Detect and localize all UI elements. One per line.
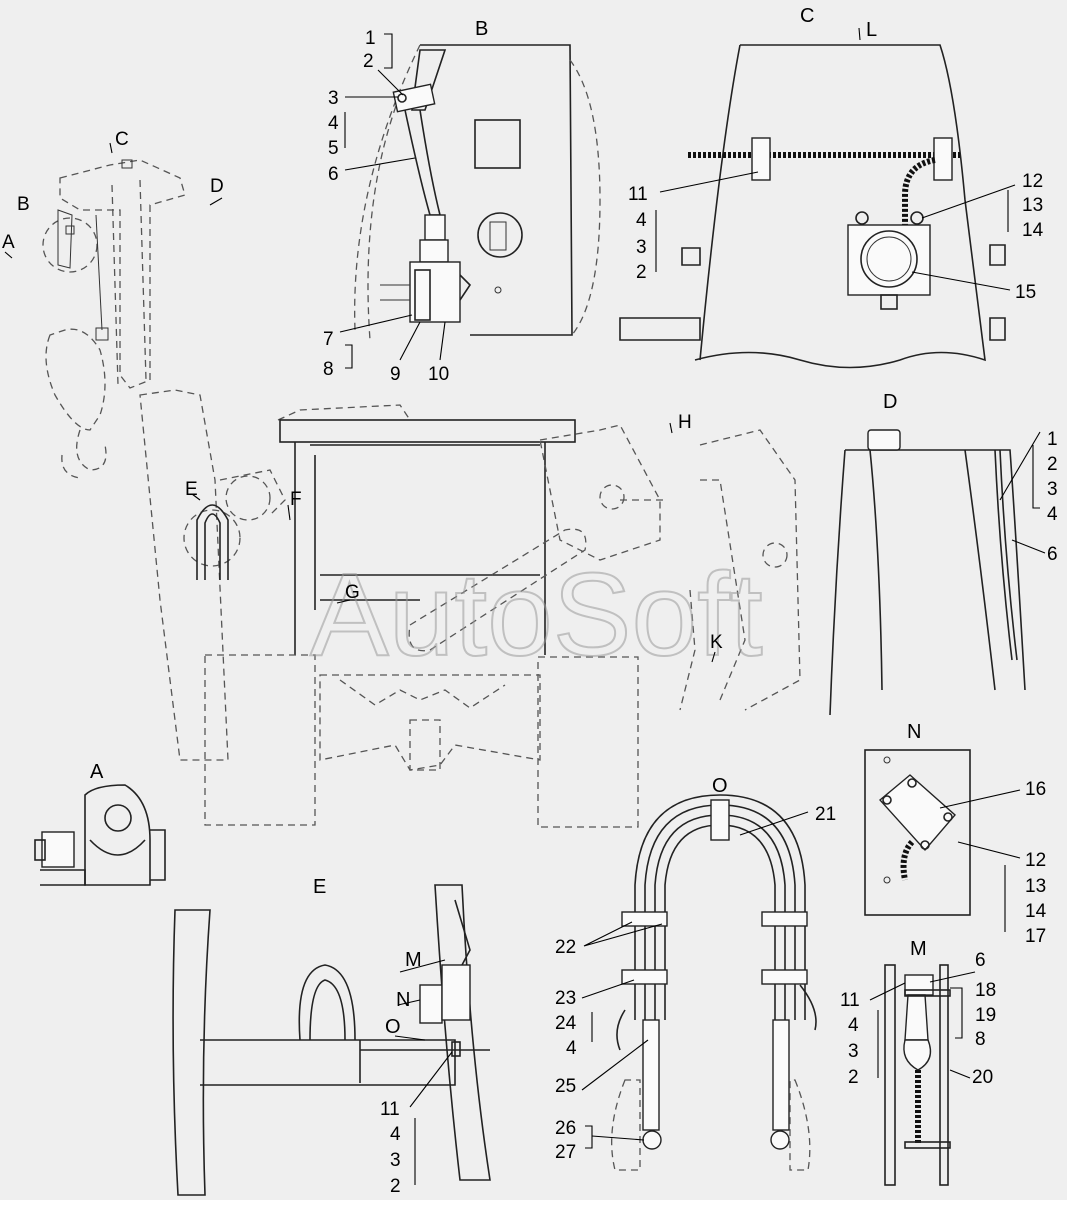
callout-n-14: 14 (1025, 901, 1047, 922)
label-n-arrow: N (396, 989, 410, 1011)
callout-o-25: 25 (555, 1076, 576, 1097)
callout-c-11: 11 (628, 184, 648, 205)
callout-b-2: 2 (363, 51, 374, 72)
callout-o-27: 27 (555, 1142, 576, 1163)
callouts-view-n: 16 12 13 14 17 (1025, 779, 1047, 947)
callout-e-11: 11 (380, 1099, 400, 1120)
label-k-main: K (710, 632, 723, 653)
callout-c-4: 4 (636, 210, 647, 231)
callout-e-2: 2 (390, 1176, 401, 1197)
main-assembly-view (42, 159, 801, 828)
callout-e-4: 4 (390, 1124, 401, 1145)
callouts-view-d: 1 2 3 4 6 (1047, 429, 1058, 565)
watermark-text: AutoSoft (310, 549, 763, 681)
callouts-view-o: 21 22 23 24 4 25 26 27 (555, 804, 836, 1163)
callout-o-26: 26 (555, 1118, 576, 1139)
view-heading-labels: B C L D A E M N O N O M (90, 5, 927, 1038)
callout-c-14: 14 (1022, 220, 1044, 241)
label-view-c: C (800, 5, 814, 27)
callout-n-13: 13 (1025, 876, 1046, 897)
label-view-a: A (90, 761, 104, 783)
callout-c-12: 12 (1022, 171, 1043, 192)
label-o-arrow: O (385, 1016, 401, 1038)
callout-o-4: 4 (566, 1038, 577, 1059)
callout-m-18: 18 (975, 980, 996, 1001)
view-e (172, 884, 491, 1196)
callout-m-11: 11 (840, 990, 860, 1011)
view-o (611, 794, 817, 1171)
callout-b-6: 6 (328, 164, 339, 185)
label-view-b: B (475, 18, 488, 40)
callout-b-10: 10 (428, 364, 449, 385)
label-h-main: H (678, 412, 692, 433)
label-view-e: E (313, 876, 326, 898)
main-view-labels: C D B A E F G H K (2, 129, 723, 653)
label-l-arrow: L (866, 19, 877, 41)
callout-m-3: 3 (848, 1041, 859, 1062)
label-c-main: C (115, 129, 129, 150)
callout-d-6: 6 (1047, 544, 1058, 565)
callout-n-17: 17 (1025, 926, 1046, 947)
callouts-view-c: 11 4 3 2 12 13 14 15 (628, 171, 1044, 303)
callouts-view-e: 11 4 3 2 (380, 1099, 401, 1197)
label-m-arrow: M (405, 949, 422, 971)
label-e-main: E (185, 479, 198, 500)
callout-b-7: 7 (323, 329, 334, 350)
callout-m-4: 4 (848, 1015, 859, 1036)
callout-b-8: 8 (323, 359, 334, 380)
callout-b-1: 1 (365, 28, 376, 49)
callout-o-21: 21 (815, 804, 836, 825)
callout-c-15: 15 (1015, 282, 1036, 303)
callout-b-3: 3 (328, 88, 339, 109)
callout-c-2: 2 (636, 262, 647, 283)
callout-d-2: 2 (1047, 454, 1058, 475)
leader-lines (4, 27, 1046, 1185)
view-n (864, 749, 971, 916)
label-f-main: F (290, 489, 302, 510)
label-b-main: B (17, 194, 30, 215)
callout-c-13: 13 (1022, 195, 1043, 216)
callout-c-3: 3 (636, 237, 647, 258)
label-g-main: G (345, 582, 360, 603)
callout-b-5: 5 (328, 138, 339, 159)
callout-m-20: 20 (972, 1067, 993, 1088)
callout-d-1: 1 (1047, 429, 1058, 450)
label-d-main: D (210, 176, 224, 197)
callout-m-6: 6 (975, 950, 986, 971)
callout-m-8: 8 (975, 1029, 986, 1050)
callout-o-22: 22 (555, 937, 576, 958)
callout-m-2: 2 (848, 1067, 859, 1088)
callout-o-23: 23 (555, 988, 576, 1009)
callouts-view-b: 1 2 3 4 5 6 7 8 9 10 (323, 28, 449, 385)
callout-b-9: 9 (390, 364, 401, 385)
view-c (619, 44, 1006, 369)
view-m (884, 964, 951, 1186)
callout-n-16: 16 (1025, 779, 1046, 800)
view-a (34, 784, 166, 886)
callout-n-12: 12 (1025, 850, 1046, 871)
view-b (354, 44, 601, 341)
label-a-main: A (2, 232, 15, 253)
callout-b-4: 4 (328, 113, 339, 134)
callouts-view-m: 6 11 4 3 2 18 19 8 20 (840, 950, 996, 1088)
callout-e-3: 3 (390, 1150, 401, 1171)
callout-d-3: 3 (1047, 479, 1058, 500)
label-view-n: N (907, 721, 921, 743)
label-view-m: M (910, 938, 927, 960)
callout-d-4: 4 (1047, 504, 1058, 525)
view-d (829, 429, 1026, 716)
callout-m-19: 19 (975, 1005, 996, 1026)
callout-o-24: 24 (555, 1013, 577, 1034)
label-view-o: O (712, 775, 728, 797)
label-view-d: D (883, 391, 897, 413)
